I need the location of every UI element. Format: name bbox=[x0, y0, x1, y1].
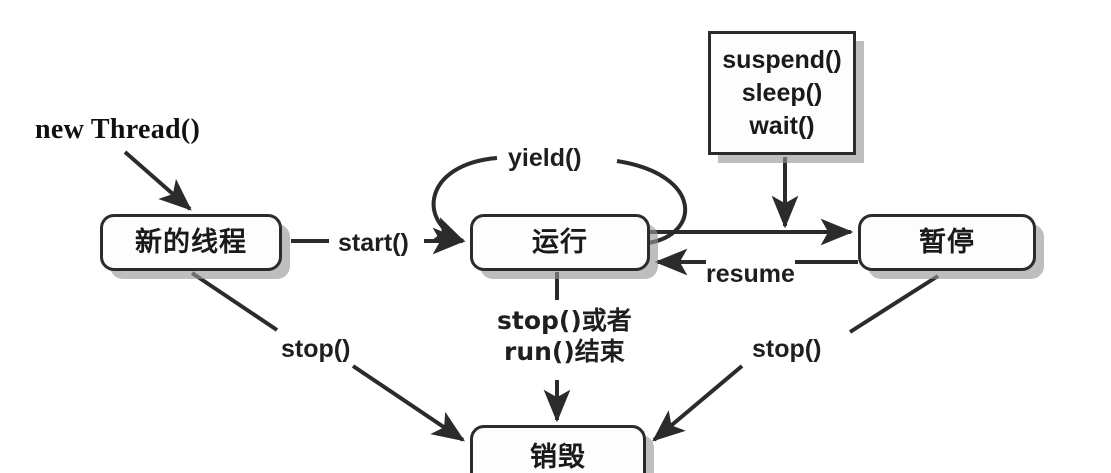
edge-yield-loop-right bbox=[616, 159, 688, 245]
node-destroyed[interactable]: 销毁 bbox=[470, 425, 646, 473]
node-running[interactable]: 运行 bbox=[470, 214, 650, 271]
edge-label-stop-right: stop() bbox=[752, 334, 822, 365]
new-thread-annotation: new Thread() bbox=[35, 114, 201, 145]
edge-label-resume: resume bbox=[706, 259, 795, 290]
edge-paused-to-destroyed-b bbox=[652, 364, 744, 442]
edge-paused-to-destroyed-a bbox=[848, 274, 940, 334]
edge-new-thread-to-new-thread-node bbox=[123, 150, 192, 211]
edge-new-thread-to-destroyed-a bbox=[190, 271, 279, 332]
node-running-label: 运行 bbox=[532, 226, 588, 258]
edge-label-stop-left: stop() bbox=[281, 334, 351, 365]
node-destroyed-label: 销毁 bbox=[530, 442, 586, 473]
edge-label-yield: yield() bbox=[508, 143, 582, 174]
node-suspend-methods[interactable]: suspend() sleep() wait() bbox=[708, 31, 856, 155]
node-suspend-methods-label: suspend() sleep() wait() bbox=[722, 45, 842, 140]
node-new-thread-label: 新的线程 bbox=[135, 226, 247, 258]
node-paused[interactable]: 暂停 bbox=[858, 214, 1036, 271]
edge-label-stop-or-run-end: stop()或者 run()结束 bbox=[497, 306, 632, 367]
node-new-thread[interactable]: 新的线程 bbox=[100, 214, 282, 271]
edge-new-thread-to-destroyed-b bbox=[351, 364, 465, 442]
node-paused-label: 暂停 bbox=[919, 226, 975, 258]
edge-yield-loop-left bbox=[429, 156, 498, 243]
edge-label-start: start() bbox=[338, 228, 409, 259]
